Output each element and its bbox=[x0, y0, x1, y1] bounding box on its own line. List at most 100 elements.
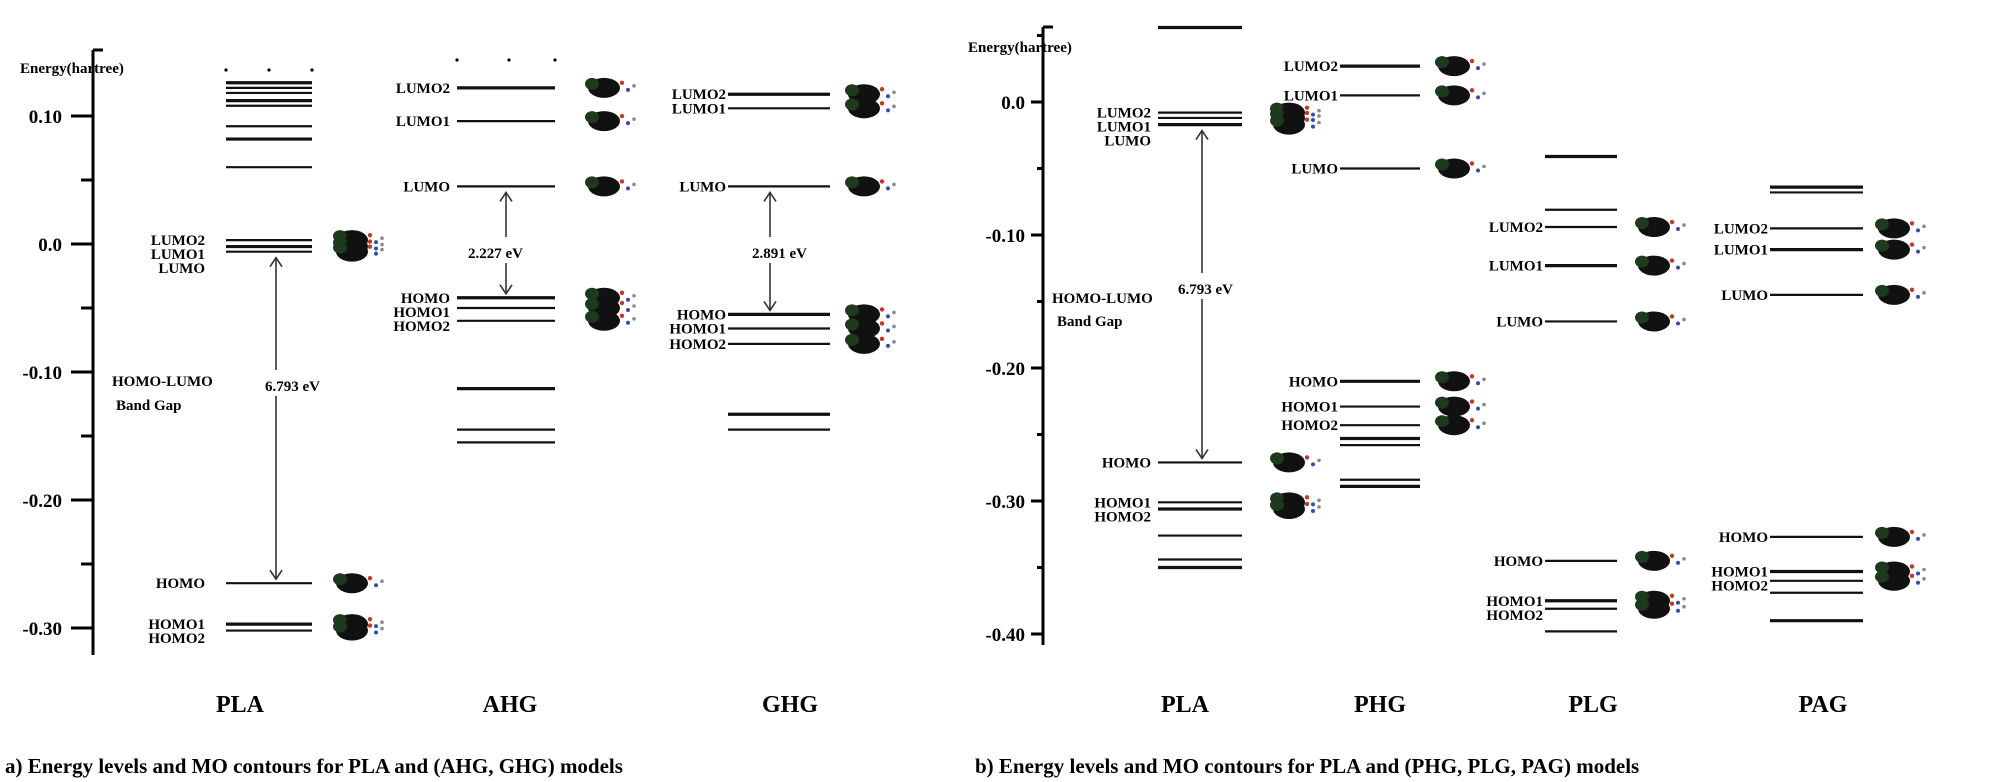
atom-o bbox=[1909, 242, 1915, 247]
mo-lobe bbox=[1635, 311, 1649, 324]
atom-h bbox=[892, 90, 896, 95]
atom-o bbox=[1669, 219, 1675, 225]
band-gap-value: 2.227 eV bbox=[468, 246, 523, 262]
mo-lobe bbox=[1635, 550, 1649, 563]
atom-o bbox=[879, 336, 885, 342]
orbital-label-homo1: HOMO1 bbox=[393, 305, 450, 321]
atom-n bbox=[626, 297, 630, 302]
arrow-head-up bbox=[269, 256, 283, 268]
atom-h bbox=[1317, 108, 1321, 113]
atom-h bbox=[632, 84, 636, 88]
mo-lobe bbox=[333, 573, 347, 586]
mo-contour-icon bbox=[1875, 526, 1926, 547]
atom-o bbox=[1469, 374, 1475, 379]
atom-n bbox=[374, 583, 378, 588]
category-label-ahg: AHG bbox=[483, 692, 538, 718]
y-axis-label: Energy(hartree) bbox=[968, 40, 1072, 56]
category-label-pla: PLA bbox=[1161, 692, 1210, 718]
atom-o bbox=[1304, 501, 1310, 507]
orbital-label-lumo: LUMO bbox=[1496, 314, 1543, 330]
mo-lobe bbox=[585, 77, 599, 90]
atom-n bbox=[1916, 580, 1920, 585]
atom-n bbox=[374, 240, 378, 245]
mo-lobe bbox=[1435, 158, 1449, 171]
orbital-label-homo2: HOMO2 bbox=[393, 319, 450, 335]
band-gap-annotation-line2: Band Gap bbox=[1057, 314, 1122, 330]
mo-lobe bbox=[1875, 284, 1889, 297]
atom-h bbox=[632, 317, 636, 321]
mo-contour-icon bbox=[1635, 217, 1686, 238]
atom-o bbox=[619, 300, 625, 306]
mo-lobe bbox=[1875, 570, 1889, 583]
band-gap-annotation-line1: HOMO-LUMO bbox=[112, 374, 213, 390]
mo-lobe bbox=[1635, 598, 1649, 611]
atom-h bbox=[632, 182, 636, 187]
mo-lobe bbox=[1875, 561, 1889, 574]
atom-h bbox=[1682, 557, 1686, 561]
atom-o bbox=[1304, 105, 1310, 110]
atom-n bbox=[1916, 536, 1920, 541]
atom-h bbox=[892, 324, 896, 329]
orbital-label-lumo: LUMO bbox=[158, 261, 205, 277]
atom-o bbox=[619, 113, 625, 119]
mo-contour-icon bbox=[845, 176, 896, 197]
orbital-label-homo2: HOMO2 bbox=[1281, 418, 1338, 434]
orbital-label-homo2: HOMO2 bbox=[1486, 608, 1543, 624]
arrow-head-up bbox=[1195, 129, 1209, 141]
atom-n bbox=[1311, 462, 1315, 467]
mo-lobe bbox=[1270, 498, 1284, 511]
mo-contour-icon bbox=[1875, 284, 1926, 305]
atom-h bbox=[632, 117, 636, 121]
atom-o bbox=[1669, 601, 1675, 606]
atom-n bbox=[1311, 124, 1315, 129]
orbital-label-homo1: HOMO1 bbox=[1711, 564, 1768, 580]
mo-contour-icon bbox=[585, 176, 636, 197]
atom-n bbox=[1476, 425, 1480, 430]
arrow-head-down bbox=[269, 569, 283, 581]
orbital-label-homo1: HOMO1 bbox=[1094, 495, 1151, 511]
atom-n bbox=[1311, 508, 1315, 513]
atom-h bbox=[892, 340, 896, 344]
orbital-label-homo: HOMO bbox=[1102, 455, 1151, 471]
mo-lobe bbox=[845, 304, 859, 317]
mo-lobe bbox=[845, 333, 859, 346]
marker-dot bbox=[553, 58, 557, 62]
atom-n bbox=[626, 87, 630, 92]
y-tick-label: -0.40 bbox=[985, 625, 1025, 646]
marker-dot bbox=[455, 58, 459, 62]
orbital-label-homo1: HOMO1 bbox=[1281, 400, 1338, 416]
atom-o bbox=[1909, 573, 1915, 578]
orbital-label-homo: HOMO bbox=[677, 307, 726, 323]
atom-n bbox=[626, 186, 630, 191]
atom-n bbox=[1916, 571, 1920, 576]
atom-n bbox=[886, 314, 890, 319]
mo-contour-icon bbox=[1435, 85, 1486, 106]
atom-n bbox=[1311, 117, 1315, 122]
orbital-label-homo: HOMO bbox=[156, 576, 205, 592]
mo-lobe bbox=[585, 287, 599, 300]
atom-o bbox=[1469, 88, 1475, 93]
orbital-label-homo1: HOMO1 bbox=[669, 321, 726, 337]
atom-o bbox=[1469, 58, 1475, 64]
panel-a: Energy(hartree) a) Energy levels and MO … bbox=[5, 48, 896, 778]
orbital-label-lumo2: LUMO2 bbox=[1097, 106, 1151, 122]
mo-contour-icon bbox=[1435, 158, 1486, 179]
mo-contour-icon bbox=[845, 333, 896, 354]
atom-h bbox=[1482, 62, 1486, 66]
atom-h bbox=[380, 626, 384, 631]
orbital-label-homo: HOMO bbox=[1494, 554, 1543, 570]
atom-n bbox=[374, 246, 378, 251]
mo-lobe bbox=[1270, 114, 1284, 127]
atom-o bbox=[879, 101, 885, 106]
orbital-label-homo1: HOMO1 bbox=[1486, 594, 1543, 610]
orbital-label-lumo2: LUMO2 bbox=[1284, 59, 1338, 75]
atom-n bbox=[1476, 66, 1480, 71]
atom-h bbox=[1482, 402, 1486, 407]
mo-lobe bbox=[585, 176, 599, 189]
atom-h bbox=[380, 247, 384, 252]
orbital-label-lumo: LUMO bbox=[403, 179, 450, 195]
atom-h bbox=[1922, 291, 1926, 295]
atom-h bbox=[632, 304, 636, 308]
